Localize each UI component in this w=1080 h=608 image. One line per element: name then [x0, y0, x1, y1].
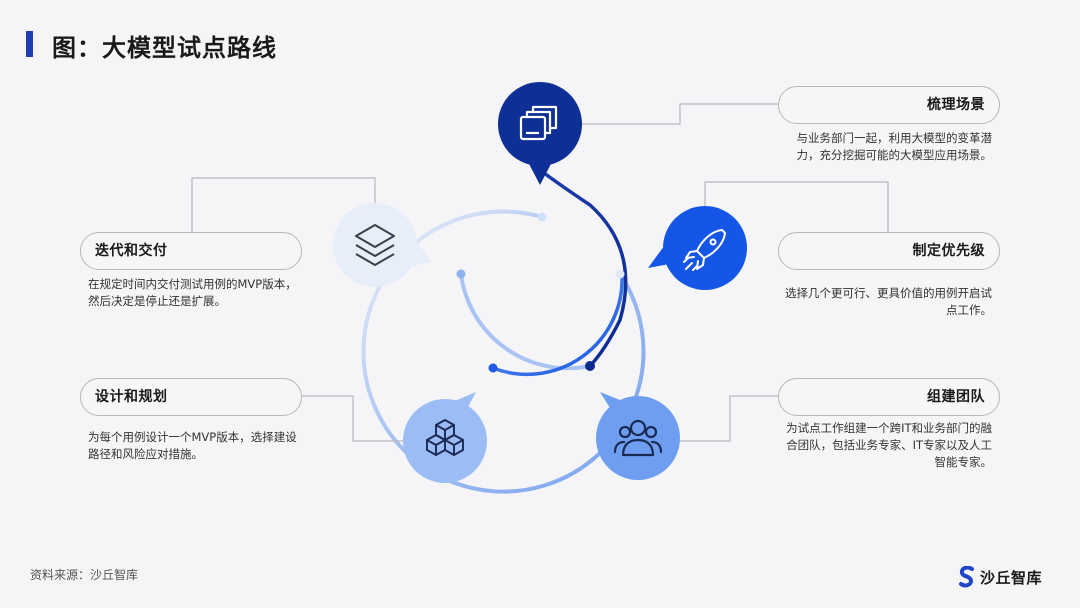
- step-desc-team: 为试点工作组建一个跨IT和业务部门的融合团队，包括业务专家、IT专家以及人工智能…: [786, 421, 992, 469]
- step-bubble-team: [596, 392, 680, 480]
- step-desc-design: 为每个用例设计一个MVP版本，选择建设路径和风险应对措施。: [88, 430, 297, 461]
- step-bubble-priorities: [648, 206, 747, 290]
- step-bubble-design: [403, 392, 487, 483]
- connector-line: [302, 395, 403, 442]
- spiral-middle-arc: [459, 272, 592, 371]
- connector-line: [191, 177, 376, 232]
- step-desc-priorities: 选择几个更可行、更具价值的用例开启试点工作。: [785, 286, 992, 317]
- step-desc-scenarios: 与业务部门一起，利用大模型的变革潜力，充分挖掘可能的大模型应用场景。: [796, 131, 993, 162]
- step-label-iteration: 迭代和交付: [80, 232, 302, 270]
- spiral-navy-arc: [538, 168, 628, 368]
- connector-line: [580, 103, 778, 125]
- brand-name: 沙丘智库: [980, 568, 1043, 587]
- step-bubble-scenarios: [498, 82, 582, 185]
- step-bubble-iteration: [333, 203, 432, 287]
- title-accent-bar: [26, 31, 33, 57]
- copy-stack-icon: [519, 105, 558, 141]
- step-desc-iteration: 在规定时间内交付测试用例的MVP版本，然后决定是停止还是扩展。: [88, 277, 297, 308]
- rocket-icon: [683, 229, 726, 271]
- spiral-dot: [456, 269, 466, 279]
- step-label-team: 组建团队: [778, 378, 1000, 416]
- spiral-dot: [585, 361, 595, 371]
- spiral-dot: [615, 269, 625, 279]
- connector-line: [680, 395, 778, 442]
- step-label-scenarios: 梳理场景: [778, 86, 1000, 124]
- spiral-blue-arc: [491, 274, 624, 376]
- page-title: 图：大模型试点路线: [52, 34, 277, 62]
- source-note: 资料来源：沙丘智库: [30, 568, 139, 582]
- brand-logo: 沙丘智库: [958, 566, 1042, 588]
- layers-icon: [355, 224, 395, 266]
- spiral-dot: [537, 212, 547, 222]
- step-label-design: 设计和规划: [80, 378, 302, 416]
- spiral-dot: [488, 363, 498, 373]
- brand-mark-icon: [959, 566, 974, 588]
- step-label-priorities: 制定优先级: [778, 232, 1000, 270]
- users-icon: [613, 419, 663, 457]
- cubes-icon: [426, 419, 464, 456]
